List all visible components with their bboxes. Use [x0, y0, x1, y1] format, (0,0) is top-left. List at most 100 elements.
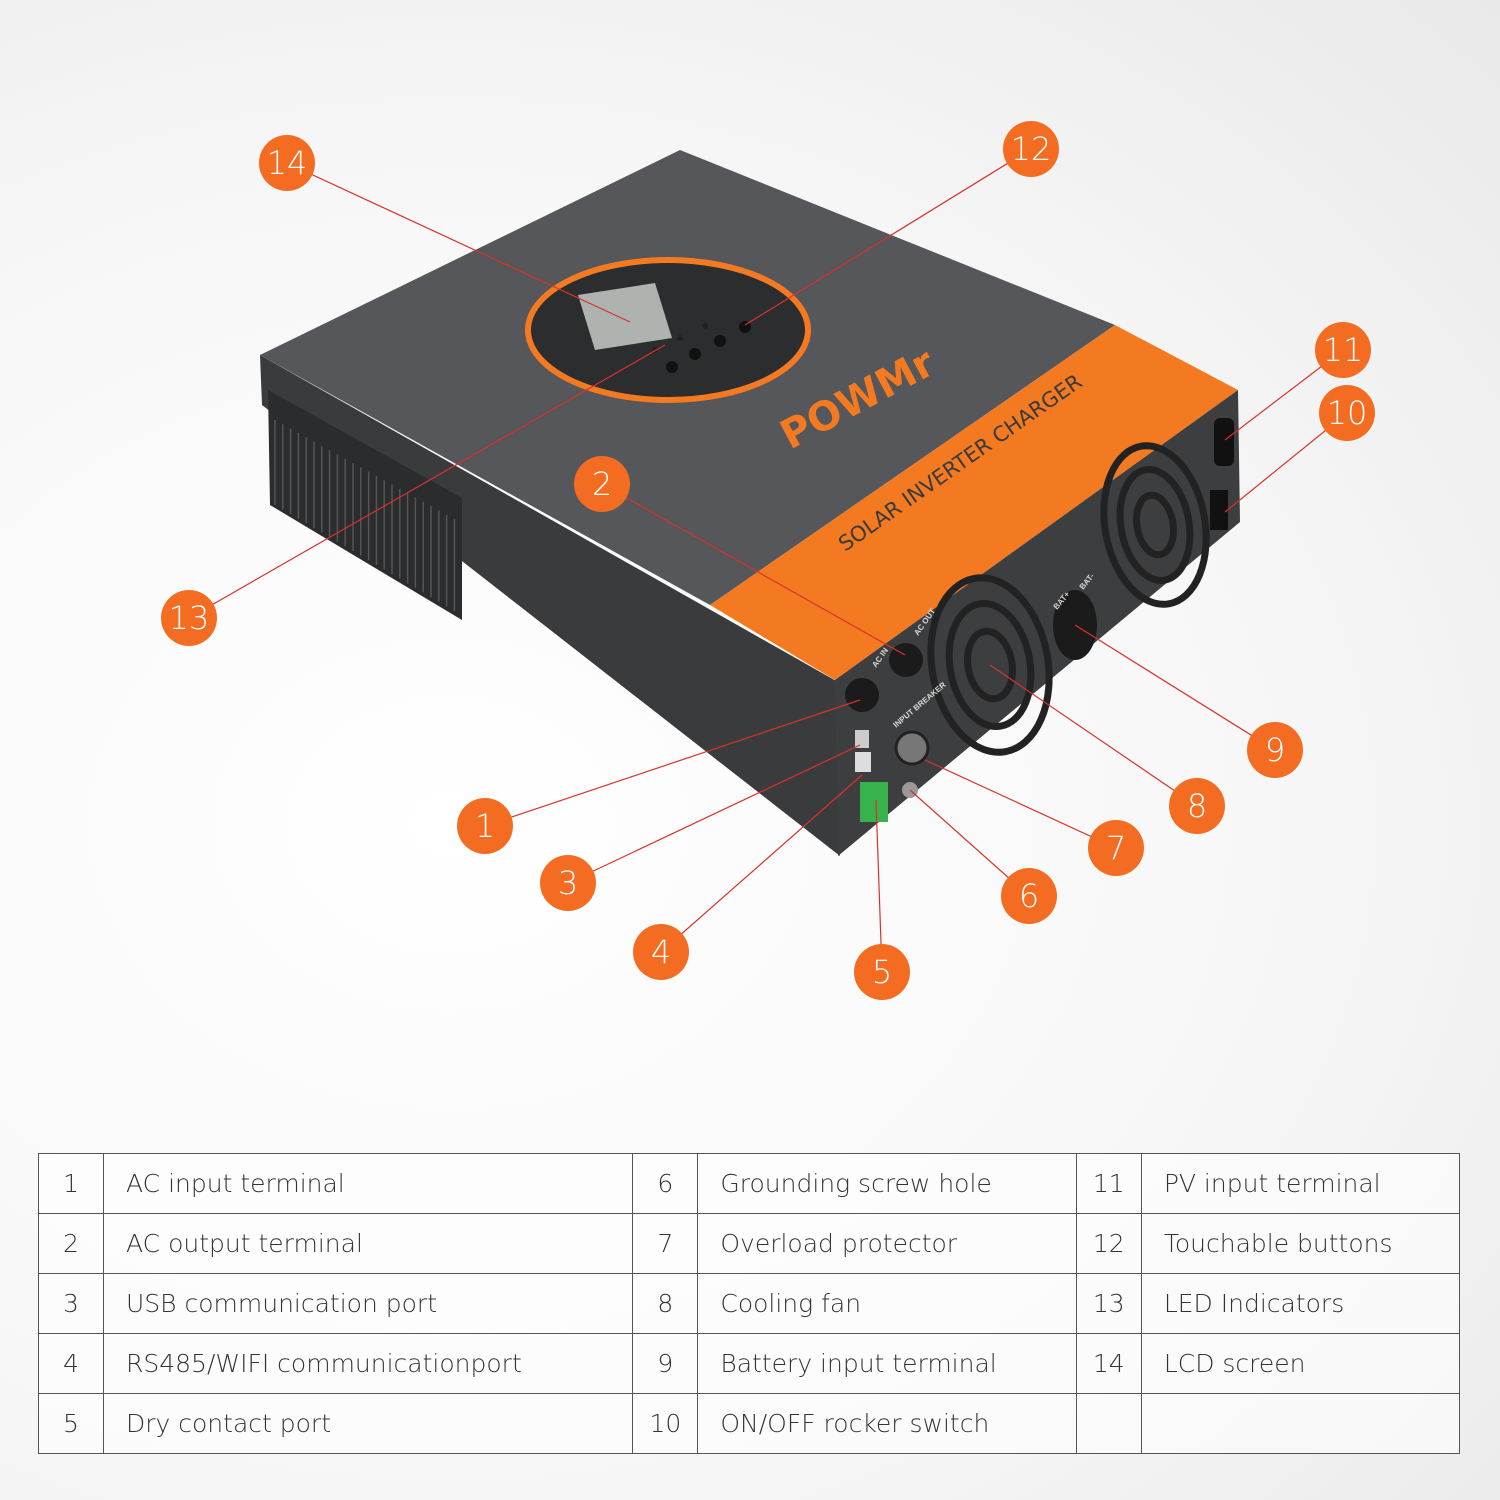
- callout-11: 11: [1224, 322, 1371, 441]
- part-number: 9: [632, 1333, 699, 1394]
- part-number: 8: [632, 1273, 699, 1334]
- lcd-screen: [578, 283, 672, 350]
- callout-8: 8: [989, 664, 1225, 834]
- part-label: Grounding screw hole: [697, 1153, 1077, 1214]
- callout-badge: [457, 798, 513, 854]
- callout-number: 6: [1019, 877, 1039, 915]
- ac-input-terminal: [845, 678, 879, 712]
- part-label: Dry contact port: [102, 1393, 634, 1454]
- callout-number: 11: [1323, 331, 1364, 369]
- callout-leader-line: [744, 148, 1032, 326]
- callout-number: 3: [558, 864, 578, 902]
- callout-number: 13: [169, 599, 210, 637]
- usb-port: [855, 730, 869, 748]
- callout-leader-line: [484, 699, 861, 827]
- part-number: 5: [38, 1393, 104, 1454]
- part-label: LCD screen: [1140, 1333, 1461, 1394]
- callout-1: 1: [457, 699, 861, 854]
- part-number: 4: [38, 1333, 104, 1394]
- callout-number: 12: [1011, 130, 1052, 168]
- callout-13: 13: [161, 344, 666, 646]
- callout-5: 5: [854, 799, 910, 1000]
- orange-band: [710, 325, 1238, 680]
- ac-output-terminal: [889, 643, 923, 677]
- callout-4: 4: [633, 774, 863, 980]
- part-number: 13: [1075, 1273, 1142, 1334]
- rocker-switch: [1210, 490, 1228, 530]
- callout-leader-line: [188, 344, 666, 619]
- callout-14: 14: [259, 135, 631, 323]
- part-label: AC input terminal: [102, 1153, 634, 1214]
- callout-leader-line: [660, 774, 863, 953]
- callout-6: 6: [909, 789, 1057, 924]
- callout-badge: [1315, 322, 1371, 378]
- callout-9: 9: [1074, 624, 1303, 778]
- part-number: [1075, 1393, 1142, 1454]
- callout-number: 10: [1327, 394, 1368, 432]
- callout-3: 3: [540, 744, 861, 911]
- callout-badge: [1088, 820, 1144, 876]
- callout-leader-line: [875, 799, 883, 973]
- side-vent: [268, 390, 462, 620]
- part-label: Overload protector: [697, 1213, 1077, 1274]
- vent-slats: [274, 420, 456, 611]
- part-label: Touchable buttons: [1140, 1213, 1461, 1274]
- part-label: RS485/WIFI communicationport: [102, 1333, 634, 1394]
- callout-number: 4: [651, 933, 671, 971]
- callout-badge: [1003, 121, 1059, 177]
- callout-badge: [1001, 868, 1057, 924]
- callout-leader-line: [567, 744, 861, 884]
- callout-number: 14: [267, 144, 308, 182]
- part-number: 2: [38, 1213, 104, 1274]
- part-number: 7: [632, 1213, 699, 1274]
- callout-number: 7: [1106, 829, 1126, 867]
- callout-number: 2: [592, 465, 612, 503]
- callout-badge: [259, 135, 315, 191]
- callout-leader-line: [924, 759, 1117, 849]
- callout-10: 10: [1224, 385, 1375, 513]
- part-number: 12: [1075, 1213, 1142, 1274]
- pv-input-terminal: [1214, 418, 1234, 466]
- callout-7: 7: [924, 759, 1144, 876]
- part-label: USB communication port: [102, 1273, 634, 1334]
- part-label: Battery input terminal: [697, 1333, 1077, 1394]
- part-number: 10: [632, 1393, 699, 1454]
- rs485-port: [855, 752, 871, 772]
- callout-badge: [854, 944, 910, 1000]
- callout-2: 2: [574, 456, 906, 656]
- part-number: 1: [38, 1153, 104, 1214]
- part-number: 6: [632, 1153, 699, 1214]
- part-number: 14: [1075, 1333, 1142, 1394]
- callout-number: 8: [1187, 787, 1207, 825]
- part-label: LED Indicators: [1140, 1273, 1461, 1334]
- callout-number: 9: [1265, 731, 1285, 769]
- callout-leader-line: [1074, 624, 1276, 751]
- callout-number: 5: [872, 953, 892, 991]
- callout-badge: [161, 590, 217, 646]
- part-label: [1140, 1393, 1461, 1454]
- led-indicators: [652, 323, 708, 353]
- overload-protector: [894, 730, 930, 766]
- dry-contact-port: [860, 782, 888, 822]
- cooling-fan: [927, 574, 1053, 756]
- inverter-device: POWMr SOLAR INVERTER CHARGER AC IN AC OU…: [260, 150, 1240, 856]
- cooling-fan: [1100, 442, 1210, 608]
- callout-leader-line: [601, 483, 906, 656]
- callout-badge: [633, 924, 689, 980]
- callout-number: 1: [475, 807, 495, 845]
- callout-badge: [540, 855, 596, 911]
- part-number: 11: [1075, 1153, 1142, 1214]
- callout-12: 12: [744, 121, 1059, 326]
- product-diagram: POWMr SOLAR INVERTER CHARGER AC IN AC OU…: [161, 121, 1375, 1000]
- callout-badge: [574, 456, 630, 512]
- part-label: AC output terminal: [102, 1213, 634, 1274]
- part-label: ON/OFF rocker switch: [697, 1393, 1077, 1454]
- part-label: PV input terminal: [1140, 1153, 1461, 1214]
- part-number: 3: [38, 1273, 104, 1334]
- callout-leader-line: [989, 664, 1198, 807]
